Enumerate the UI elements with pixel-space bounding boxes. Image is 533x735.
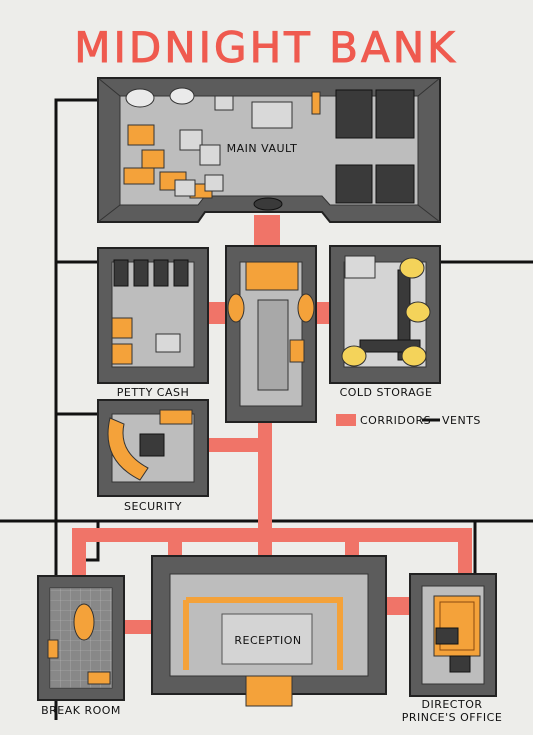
label-main-vault: MAIN VAULT	[227, 142, 298, 155]
room-break-room: BREAK ROOM	[37, 575, 125, 717]
reception-entrance	[245, 675, 293, 707]
security-console	[107, 417, 149, 481]
room-security: SECURITY	[97, 399, 209, 513]
vault-door	[245, 261, 299, 291]
petty-cash-lockers	[113, 259, 189, 287]
legend-corridors: CORRIDORS	[360, 414, 431, 427]
room-main-vault: MAIN VAULT	[97, 77, 441, 223]
map-title: MIDNIGHT BANK	[74, 23, 457, 72]
director-rug	[433, 595, 481, 657]
label-director-line1: DIRECTOR	[421, 698, 482, 711]
legend-vents: VENTS	[442, 414, 481, 427]
legend: CORRIDORS VENTS	[336, 414, 481, 427]
room-reception: RECEPTION	[151, 555, 387, 707]
label-cold-storage: COLD STORAGE	[340, 386, 433, 399]
break-table	[73, 603, 95, 641]
room-petty-cash: PETTY CASH	[97, 247, 209, 399]
label-break-room: BREAK ROOM	[41, 704, 121, 717]
safe-cabinets	[335, 89, 415, 204]
room-center-hall	[225, 245, 317, 423]
label-security: SECURITY	[124, 500, 182, 513]
label-reception: RECEPTION	[234, 634, 301, 647]
reception-rug	[221, 613, 313, 665]
label-director-line2: PRINCE'S OFFICE	[402, 711, 503, 724]
room-cold-storage: COLD STORAGE	[329, 245, 441, 399]
cold-storage-pipes	[341, 255, 431, 367]
gold-pile	[123, 87, 234, 199]
legend-corridor-swatch	[336, 414, 356, 426]
vault-desk	[251, 101, 293, 129]
room-director-office: DIRECTOR PRINCE'S OFFICE	[402, 573, 503, 724]
label-petty-cash: PETTY CASH	[117, 386, 190, 399]
vault-hatch	[253, 197, 283, 211]
